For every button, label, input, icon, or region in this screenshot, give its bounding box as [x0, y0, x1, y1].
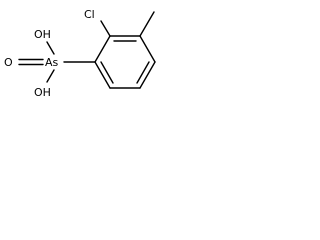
arsenic-label: As [45, 56, 59, 69]
ring-double-bond-c4-c5 [136, 61, 150, 84]
bond-c2-chlorine [100, 20, 111, 37]
ring-bond-c1-c2 [94, 35, 111, 63]
ring-bond-c4-c5 [139, 61, 156, 89]
ring-bond-c3-c4 [139, 35, 156, 63]
hydroxyl-top-label: OH [34, 28, 51, 41]
hydroxyl-bottom-label: OH [34, 86, 51, 99]
bond-arsenic-oh-top [46, 41, 55, 55]
oxygen-label: O [4, 56, 13, 69]
chemical-structure: Cl OH O As OH [4, 8, 156, 99]
bond-arsenic-oh-bottom [46, 69, 55, 83]
ring-double-bond-c6-c1 [100, 61, 114, 84]
ring-bond-c6-c1 [94, 61, 111, 89]
chlorine-label: Cl [84, 8, 95, 21]
bond-c3-methyl [139, 11, 155, 37]
